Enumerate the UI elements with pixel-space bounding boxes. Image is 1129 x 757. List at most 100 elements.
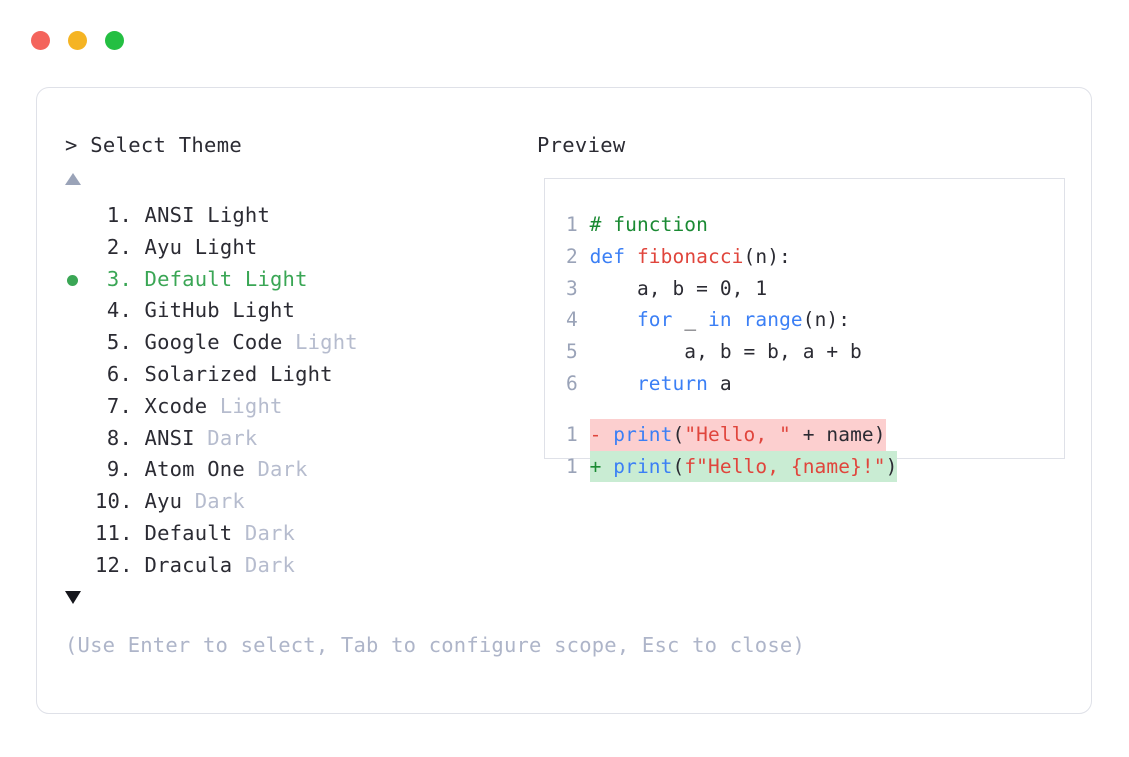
theme-item-number: 7. (106, 393, 133, 418)
code-line: 6 return a (566, 368, 1058, 400)
diff-line: 1 - print("Hello, " + name) (566, 418, 1058, 451)
theme-item-number: 5. (106, 330, 133, 355)
code-token: a, b = (589, 276, 720, 300)
diff-line: 1 + print(f"Hello, {name}!") (566, 450, 1058, 483)
theme-item-name: Ayu (132, 234, 195, 259)
theme-item-number: 8. (106, 425, 133, 450)
close-button[interactable] (31, 31, 50, 50)
theme-item-number: 4. (106, 298, 133, 323)
theme-item-text: 5. Google Code Light (95, 327, 358, 359)
theme-item-variant: Light (295, 330, 358, 355)
theme-item-number: 9. (106, 457, 133, 482)
code-token: 1 (755, 276, 768, 300)
code-token: for (636, 308, 673, 332)
theme-item-text: 12. Dracula Dark (95, 550, 295, 582)
code-token: 0 (719, 276, 732, 300)
scroll-down-icon[interactable] (65, 591, 81, 604)
code-preview: 1 # function 2 def fibonacci(n):3 a, b = … (566, 209, 1058, 483)
scroll-up-icon[interactable] (65, 173, 81, 185)
code-token: # function (589, 213, 708, 236)
code-token: a (708, 371, 732, 395)
diff-sign: - (589, 422, 614, 446)
theme-item-name: Default (132, 266, 245, 291)
code-token: , (731, 276, 756, 300)
keyboard-hint: (Use Enter to select, Tab to configure s… (65, 633, 805, 657)
line-number: 2 (566, 244, 578, 268)
theme-item-number: 2. (106, 234, 133, 259)
code-token: (n): (802, 308, 851, 332)
theme-item-name: Google Code (132, 330, 296, 355)
diff-added-line: + print(f"Hello, {name}!") (589, 450, 898, 483)
theme-list-item[interactable]: 3. Default Light (65, 264, 505, 296)
theme-item-name: Default (132, 520, 245, 545)
theme-item-text: 8. ANSI Dark (95, 423, 257, 455)
code-line: 3 a, b = 0, 1 (566, 273, 1058, 305)
theme-list-item[interactable]: 2. Ayu Light (65, 232, 505, 264)
theme-list-item[interactable]: 12. Dracula Dark (65, 550, 505, 582)
theme-list-item[interactable]: 5. Google Code Light (65, 327, 505, 359)
code-spacer (566, 400, 1058, 419)
theme-item-name: Solarized (132, 361, 270, 386)
theme-item-variant: Dark (207, 425, 258, 450)
theme-item-variant: Light (232, 298, 296, 323)
theme-item-variant: Dark (194, 489, 245, 514)
theme-item-name: Dracula (132, 552, 245, 577)
theme-list-item[interactable]: 4. GitHub Light (65, 295, 505, 327)
prompt-label: > Select Theme (65, 133, 242, 157)
code-token: ( (672, 422, 685, 446)
code-token (590, 372, 637, 395)
line-number: 1 (566, 213, 578, 236)
code-token: print (613, 454, 673, 478)
theme-item-variant: Light (244, 266, 308, 291)
theme-list-item[interactable]: 6. Solarized Light (65, 359, 505, 391)
line-number: 6 (566, 371, 578, 395)
theme-item-text: 10. Ayu Dark (95, 486, 245, 518)
code-token (590, 308, 637, 331)
line-number: 1 (566, 422, 578, 446)
code-line: 4 for _ in range(n): (566, 304, 1058, 336)
line-number: 4 (566, 308, 578, 332)
line-number: 1 (566, 454, 578, 478)
theme-list-item[interactable]: 10. Ayu Dark (65, 486, 505, 518)
theme-item-variant: Light (194, 234, 258, 259)
line-number: 5 (566, 340, 578, 364)
diff-sign: + (589, 454, 614, 478)
theme-item-name: Xcode (132, 393, 220, 418)
code-token (732, 308, 744, 331)
theme-item-number: 1. (106, 203, 133, 227)
theme-item-number: 3. (106, 266, 133, 291)
code-token: f"Hello, {name}!" (684, 454, 886, 478)
theme-list-item[interactable]: 11. Default Dark (65, 518, 505, 550)
theme-item-text: 2. Ayu Light (95, 232, 257, 264)
theme-item-text: 4. GitHub Light (95, 295, 295, 327)
code-token: a, b = b, a + b (589, 340, 862, 364)
zoom-button[interactable] (105, 31, 124, 50)
minimize-button[interactable] (68, 31, 87, 50)
theme-list-item[interactable]: 9. Atom One Dark (65, 454, 505, 486)
theme-item-name: Atom One (132, 457, 258, 482)
theme-item-name: Ayu (132, 489, 195, 514)
theme-item-variant: Dark (244, 552, 296, 577)
theme-item-variant: Dark (257, 457, 308, 482)
code-token: + name) (790, 422, 886, 446)
theme-item-text: 11. Default Dark (95, 518, 295, 550)
code-token: def (589, 244, 637, 268)
theme-list-item[interactable]: 7. Xcode Light (65, 391, 505, 423)
theme-item-variant: Light (207, 203, 270, 227)
theme-item-number: 11. (95, 520, 133, 545)
theme-list-item[interactable]: 8. ANSI Dark (65, 423, 505, 455)
code-token: range (743, 308, 803, 332)
theme-item-variant: Dark (244, 520, 296, 545)
theme-item-text: 9. Atom One Dark (95, 454, 308, 486)
code-line: 2 def fibonacci(n): (566, 241, 1058, 273)
theme-item-name: ANSI (132, 203, 208, 227)
theme-item-name: ANSI (132, 425, 208, 450)
theme-item-number: 12. (95, 552, 133, 577)
preview-label: Preview (537, 133, 626, 157)
theme-item-text: 3. Default Light (95, 264, 308, 296)
preview-panel: 1 # function 2 def fibonacci(n):3 a, b = … (544, 178, 1065, 483)
code-token: "Hello, " (684, 422, 791, 446)
theme-list-item[interactable]: 1. ANSI Light (65, 200, 505, 232)
